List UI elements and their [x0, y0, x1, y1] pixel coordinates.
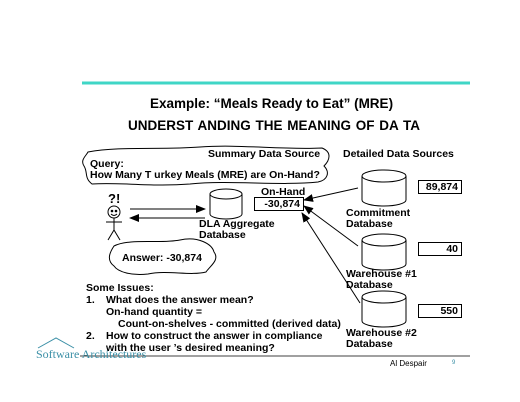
- commitment-db-label: Commitment: [346, 207, 411, 219]
- answer-cloud: [108, 238, 217, 275]
- query-heading: Query:: [90, 158, 124, 170]
- page-number: 9: [452, 360, 456, 366]
- issue1-subline1: On-hand quantity =: [106, 306, 202, 318]
- user-figure: [106, 205, 122, 241]
- warehouse2-value-box: 550: [418, 304, 462, 318]
- commitment-value-box: 89,874: [418, 180, 462, 194]
- warehouse2-db-label: Warehouse #2: [346, 327, 417, 339]
- warehouse2-arrow: [301, 212, 361, 304]
- issue1-subline2: Count-on-shelves - committed (derived da…: [118, 318, 341, 330]
- issue1-number: 1.: [86, 294, 95, 306]
- logo-text: Software Architectures: [36, 347, 147, 361]
- warehouse1-db-label: Warehouse #1: [346, 268, 417, 280]
- warehouse2-database-cylinder: [361, 290, 407, 328]
- author-name: Al Despair: [390, 359, 427, 368]
- query-cloud: [82, 145, 330, 186]
- logo-corner: [37, 337, 75, 349]
- detailed-sources-label: Detailed Data Sources: [343, 148, 454, 160]
- dla-aggregate-database-cylinder: [209, 188, 243, 220]
- dla-database-label2: Database: [199, 229, 246, 241]
- warehouse1-db-label2: Database: [346, 279, 393, 291]
- slide-title: Example: “Meals Ready to Eat” (MRE): [150, 96, 394, 111]
- issue2-line1: How to construct the answer in complianc…: [106, 330, 323, 342]
- issues-heading: Some Issues:: [86, 282, 154, 294]
- commitment-database-cylinder: [361, 169, 407, 207]
- issue2-number: 2.: [86, 330, 95, 342]
- onhand-label: On-Hand: [261, 186, 306, 198]
- onhand-value-box: -30,874: [254, 197, 304, 211]
- warehouse2-db-label2: Database: [346, 338, 393, 350]
- user-confusion-mark: ?!: [108, 191, 121, 206]
- summary-source-label: Summary Data Source: [208, 148, 321, 160]
- dla-database-label: DLA Aggregate: [199, 218, 275, 230]
- commitment-arrow: [303, 187, 359, 202]
- warehouse1-value-box: 40: [418, 242, 462, 256]
- issue1-text: What does the answer mean?: [106, 294, 254, 306]
- commitment-db-label2: Database: [346, 218, 393, 230]
- answer-text: Answer: -30,874: [122, 252, 202, 264]
- warehouse1-arrow: [303, 205, 359, 247]
- warehouse1-database-cylinder: [361, 233, 407, 271]
- slide-subtitle: UNDERST ANDING THE MEANING OF DA TA: [128, 118, 420, 133]
- issue2-line2: with the user ’s desired meaning?: [106, 342, 275, 354]
- query-text: How Many T urkey Meals (MRE) are On-Hand…: [90, 169, 320, 181]
